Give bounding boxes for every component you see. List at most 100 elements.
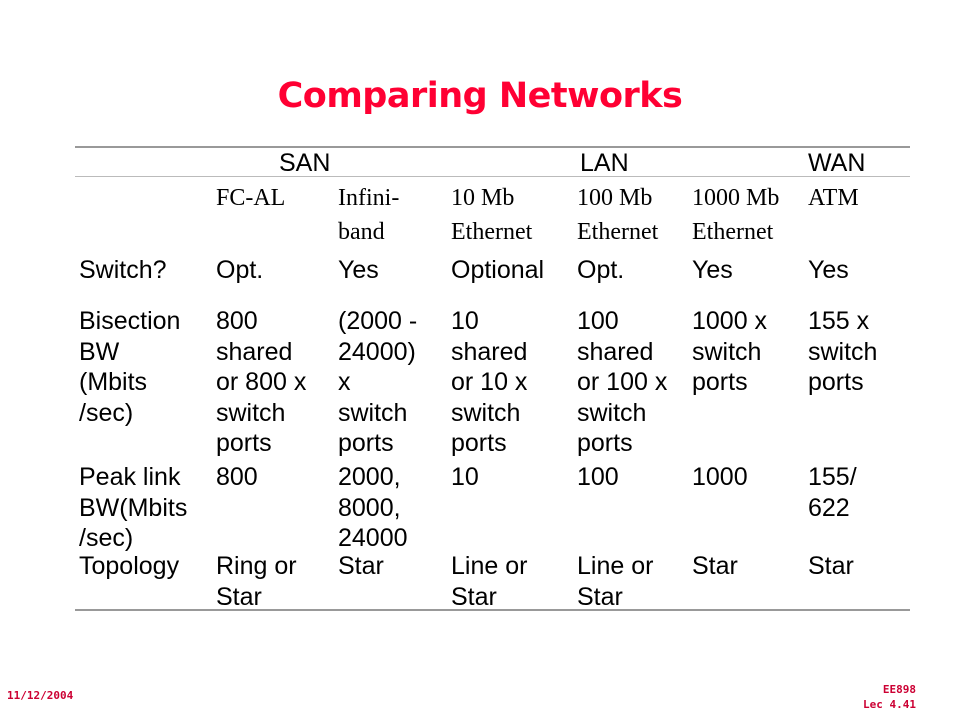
table-cell: Star xyxy=(692,551,738,582)
table-cell-line: 800 xyxy=(216,463,258,491)
table-cell-line: switch xyxy=(577,398,647,427)
table-cell-line: switch xyxy=(338,398,408,427)
footer-lecture-number: Lec 4.41 xyxy=(863,698,916,711)
table-cell-line: ports xyxy=(216,429,272,457)
table-cell-line: or 800 x xyxy=(216,368,307,396)
table-cell-line: Yes xyxy=(338,256,379,284)
table-cell: 155/622 xyxy=(808,462,857,523)
table-cell-line: Star xyxy=(692,552,738,580)
table-cell-line: Opt. xyxy=(577,256,625,284)
row-label-line: Peak link xyxy=(79,463,181,491)
table-cell-line: ports xyxy=(577,429,633,457)
table-bottom-rule xyxy=(75,609,910,611)
table-cell: 100 xyxy=(577,462,619,493)
table-header-rule xyxy=(75,176,910,177)
subheader-line: 100 Mb xyxy=(577,185,653,211)
group-header-san: SAN xyxy=(279,149,331,177)
table-cell-line: Ring or xyxy=(216,552,297,580)
table-cell: Opt. xyxy=(577,255,624,286)
table-cell-line: 1000 xyxy=(692,463,748,491)
table-cell: Star xyxy=(338,551,384,582)
subheader-100mb-ethernet: 100 Mb Ethernet xyxy=(577,181,658,249)
table-cell-line: switch xyxy=(808,337,878,366)
table-cell: Yes xyxy=(808,255,849,286)
table-cell-line: Star xyxy=(451,582,497,611)
row-label-line: BW(Mbits xyxy=(79,493,188,522)
table-cell-line: Optional xyxy=(451,256,545,284)
table-cell: Star xyxy=(808,551,854,582)
table-cell-line: 800 xyxy=(216,307,258,335)
table-cell-line: 155 x xyxy=(808,307,870,335)
table-cell-line: Yes xyxy=(692,256,733,284)
table-cell: Optional xyxy=(451,255,544,286)
table-cell: 800 xyxy=(216,462,258,493)
table-cell: Yes xyxy=(692,255,733,286)
row-label-line: Bisection xyxy=(79,307,181,335)
subheader-line: ATM xyxy=(808,185,859,211)
subheader-line: band xyxy=(338,219,385,245)
subheader-1000mb-ethernet: 1000 Mb Ethernet xyxy=(692,181,779,249)
subheader-line: Ethernet xyxy=(692,219,774,245)
subheader-line: 1000 Mb xyxy=(692,185,780,211)
table-top-rule xyxy=(75,146,910,148)
table-cell-line: 622 xyxy=(808,493,850,522)
group-header-wan: WAN xyxy=(808,149,866,177)
table-cell-line: x xyxy=(338,368,351,396)
table-cell-line: 1000 x xyxy=(692,307,768,335)
subheader-line: Ethernet xyxy=(451,219,533,245)
table-cell: Yes xyxy=(338,255,379,286)
table-cell: Opt. xyxy=(216,255,263,286)
table-cell-line: Star xyxy=(338,552,384,580)
subheader-fc-al: FC-AL xyxy=(216,181,285,215)
subheader-line: FC-AL xyxy=(216,185,286,211)
table-cell-line: Opt. xyxy=(216,256,264,284)
footer-date: 11/12/2004 xyxy=(7,689,74,702)
table-cell-line: shared xyxy=(216,337,293,366)
table-cell-line: (2000 - xyxy=(338,307,418,335)
subheader-line: 10 Mb xyxy=(451,185,515,211)
table-cell-line: ports xyxy=(808,368,864,396)
table-cell-line: Line or xyxy=(577,552,654,580)
table-cell-line: ports xyxy=(338,429,394,457)
page-title: Comparing Networks xyxy=(277,76,683,116)
row-label-line: Topology xyxy=(79,552,180,580)
row-label-line: Switch? xyxy=(79,256,167,284)
row-label-line: (Mbits xyxy=(79,368,148,396)
table-cell-line: Star xyxy=(216,582,262,611)
table-cell-line: or 100 x xyxy=(577,368,668,396)
subheader-infiniband: Infini- band xyxy=(338,181,399,249)
table-cell-line: shared xyxy=(451,337,528,366)
subheader-line: Ethernet xyxy=(577,219,659,245)
table-cell-line: ports xyxy=(692,368,748,396)
row-label: Topology xyxy=(79,551,179,582)
table-cell-line: 155/ xyxy=(808,463,857,491)
table-cell-line: switch xyxy=(692,337,762,366)
table-cell-line: Star xyxy=(808,552,854,580)
row-label: Switch? xyxy=(79,255,167,286)
table-cell: 10 xyxy=(451,462,479,493)
table-cell-line: ports xyxy=(451,429,507,457)
table-cell-line: 8000, xyxy=(338,493,401,522)
table-cell-line: switch xyxy=(451,398,521,427)
subheader-10mb-ethernet: 10 Mb Ethernet xyxy=(451,181,532,249)
table-cell-line: shared xyxy=(577,337,654,366)
table-cell-line: 24000) xyxy=(338,337,416,366)
group-header-lan: LAN xyxy=(580,149,629,177)
table-cell: 1000 xyxy=(692,462,748,493)
table-cell-line: 100 xyxy=(577,307,619,335)
table-cell-line: 2000, xyxy=(338,463,401,491)
table-cell-line: 10 xyxy=(451,463,479,491)
table-cell-line: Yes xyxy=(808,256,849,284)
table-cell-line: 10 xyxy=(451,307,479,335)
row-label-line: /sec) xyxy=(79,398,134,427)
